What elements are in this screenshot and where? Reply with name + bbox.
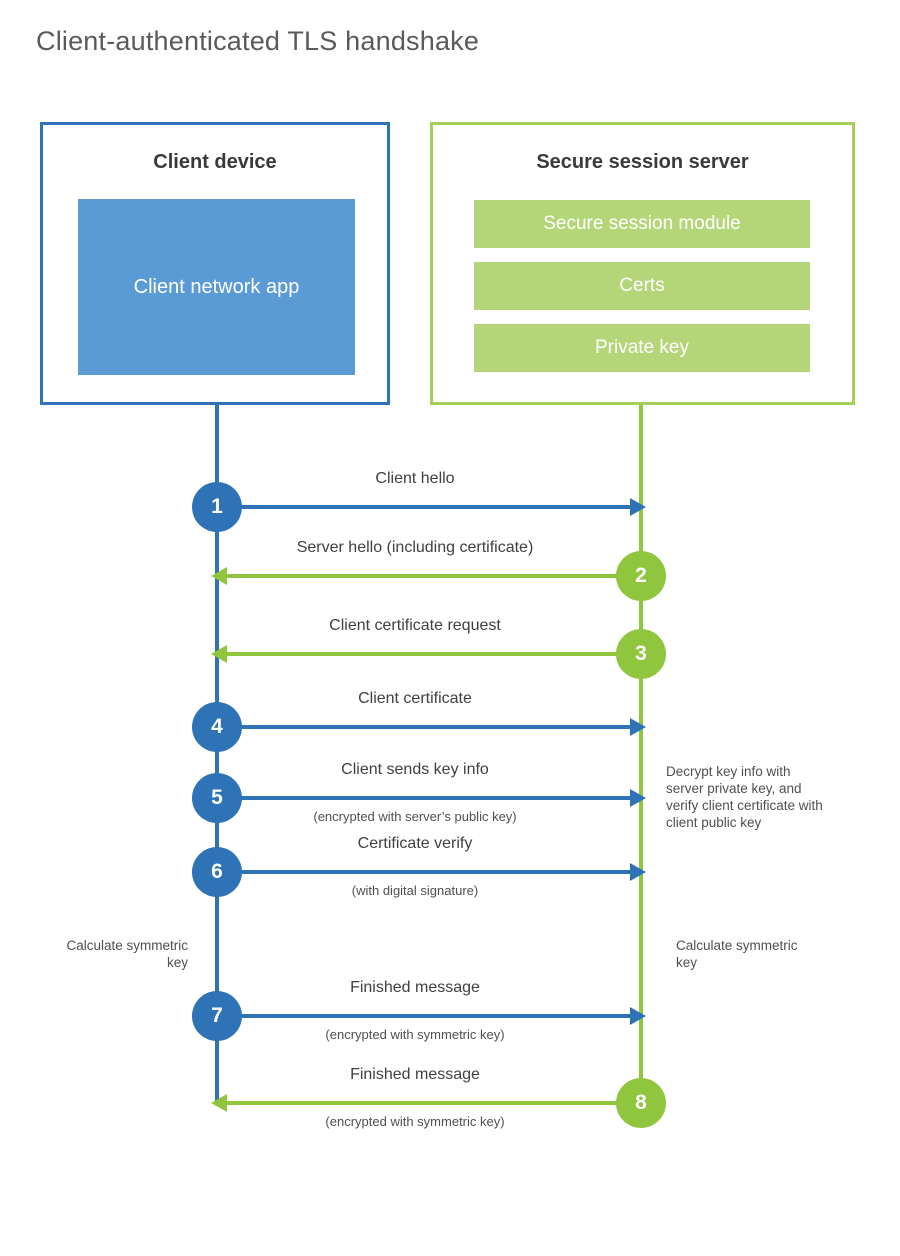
message-arrowhead-icon [211,645,227,663]
server-module-certs: Certs [474,262,810,310]
client-lifeline [215,405,219,1105]
message-arrowhead-icon [630,498,646,516]
message-arrowhead-icon [211,1094,227,1112]
message-arrow-line [217,870,631,874]
step-label: Server hello (including certificate) [296,539,534,556]
calculate-symmetric-key-client-note: Calculate symmetric key [66,938,188,970]
step-number-badge: 2 [616,551,666,601]
step-number: 1 [211,495,223,518]
step-label: Certificate verify [357,835,473,852]
message-arrowhead-icon [630,863,646,881]
client-network-app-box: Client network app [78,199,355,375]
secure-session-server-title: Secure session server [536,151,749,173]
step-number-badge: 5 [192,773,242,823]
step-number-badge: 7 [192,991,242,1041]
step-subtitle: (encrypted with server’s public key) [313,809,517,824]
step-number: 2 [635,564,647,587]
step-number-badge: 3 [616,629,666,679]
step-subtitle: (encrypted with symmetric key) [325,1114,505,1129]
server-module-label: Private key [595,337,689,358]
step-number-badge: 8 [616,1078,666,1128]
message-arrow-line [227,574,641,578]
client-device-box: Client device Client network app [40,122,390,405]
step-label: Client sends key info [341,761,489,778]
client-network-app-label: Client network app [133,276,300,298]
page-title: Client-authenticated TLS handshake [36,26,480,56]
step-subtitle: (encrypted with symmetric key) [325,1027,505,1042]
message-arrowhead-icon [630,789,646,807]
step-number: 5 [211,786,223,809]
step-label: Client certificate [358,690,472,707]
step-label: Client certificate request [329,617,501,634]
step-label: Client hello [375,470,455,487]
server-module-label: Secure session module [543,213,741,234]
server-lifeline [639,405,643,1105]
message-arrowhead-icon [630,718,646,736]
message-arrow-line [217,725,631,729]
step-number: 4 [211,715,223,738]
step-number: 6 [211,860,223,883]
step-subtitle: (with digital signature) [351,883,479,898]
step-number-badge: 6 [192,847,242,897]
step-label: Finished message [350,1066,480,1083]
secure-session-server-box: Secure session server Secure session mod… [430,122,855,405]
step-number-badge: 4 [192,702,242,752]
message-arrowhead-icon [211,567,227,585]
message-arrow-line [217,1014,631,1018]
step-number: 8 [635,1091,647,1114]
server-module-secure-session: Secure session module [474,200,810,248]
server-module-label: Certs [619,275,665,296]
step-number: 3 [635,642,647,665]
step-label: Finished message [350,979,480,996]
server-module-private-key: Private key [474,324,810,372]
step-number-badge: 1 [192,482,242,532]
decrypt-note: Decrypt key info with server private key… [666,764,823,830]
step-number: 7 [211,1004,223,1027]
message-arrow-line [227,1101,641,1105]
message-arrow-line [217,505,631,509]
message-arrowhead-icon [630,1007,646,1025]
calculate-symmetric-key-server-note: Calculate symmetric key [676,938,798,970]
message-arrow-line [227,652,641,656]
message-arrow-line [217,796,631,800]
client-device-title: Client device [153,151,277,173]
